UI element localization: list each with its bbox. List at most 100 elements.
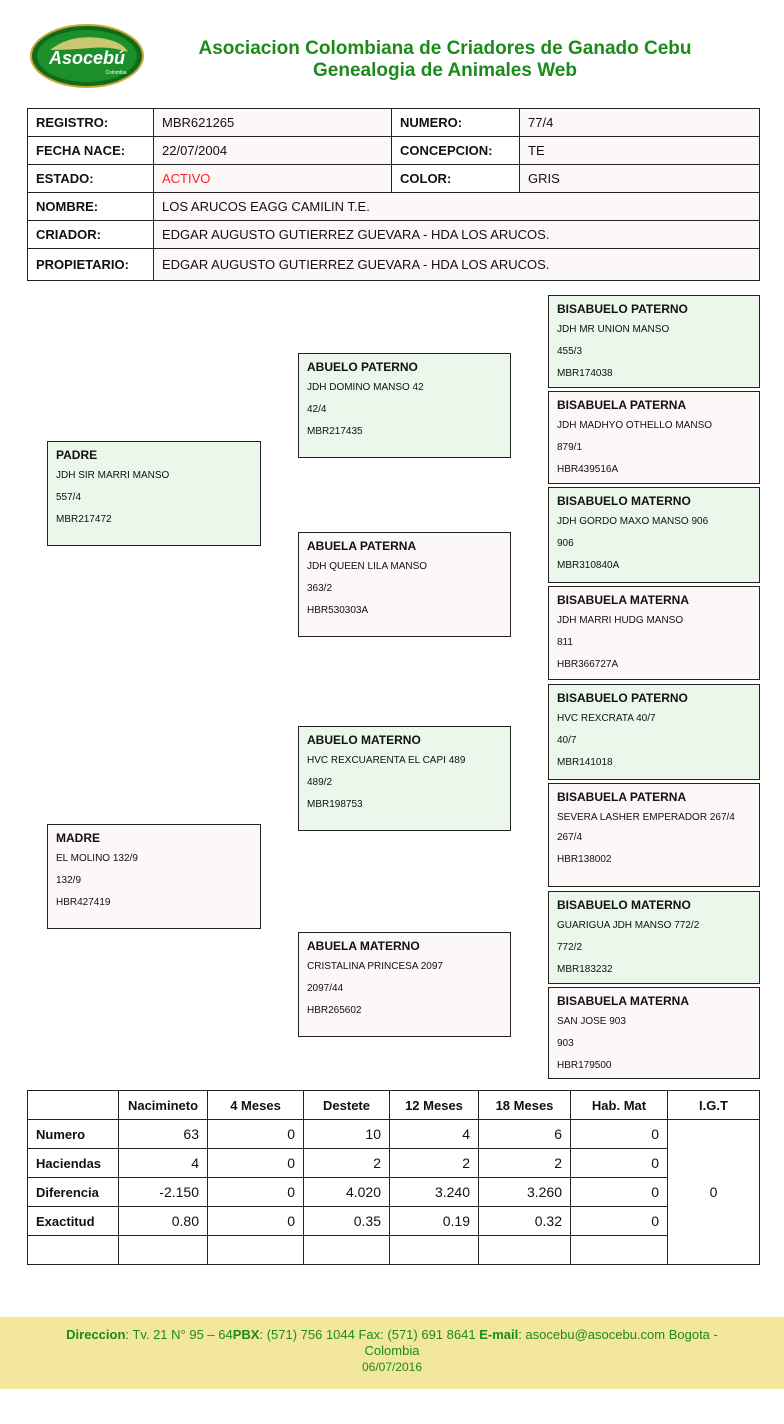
epd-row-label: Numero [27, 1119, 119, 1149]
title-line-2: Genealogia de Animales Web [313, 60, 577, 81]
epd-row-numero: Numero 63 0 10 4 6 0 0 [27, 1119, 760, 1265]
propietario-value: EDGAR AUGUSTO GUTIERREZ GUEVARA - HDA LO… [153, 248, 760, 281]
box-title: BISABUELA MATERNA [557, 593, 689, 607]
pbx-label: PBX [232, 1327, 260, 1342]
epd-empty-cell [570, 1235, 668, 1265]
box-title: BISABUELA MATERNA [557, 994, 689, 1008]
epd-header-cell [27, 1090, 119, 1120]
epd-cell: 0 [570, 1206, 668, 1236]
animal-registro: MBR183232 [557, 964, 613, 975]
animal-registro: HBR265602 [307, 1005, 362, 1016]
epd-header-row: Nacimineto 4 Meses Destete 12 Meses 18 M… [27, 1090, 760, 1120]
nombre-value: LOS ARUCOS EAGG CAMILIN T.E. [153, 192, 760, 221]
epd-row-empty [27, 1235, 760, 1265]
epd-cell: 10 [303, 1119, 390, 1149]
criador-value: EDGAR AUGUSTO GUTIERREZ GUEVARA - HDA LO… [153, 220, 760, 249]
propietario-label: PROPIETARIO: [27, 248, 154, 281]
estado-label: ESTADO: [27, 164, 154, 193]
epd-empty-cell [389, 1235, 479, 1265]
epd-header-cell: 18 Meses [478, 1090, 571, 1120]
epd-cell: 63 [118, 1119, 208, 1149]
animal-number: 879/1 [557, 442, 583, 453]
animal-number: 455/3 [557, 346, 583, 357]
epd-cell: 4 [118, 1148, 208, 1178]
animal-name: SEVERA LASHER EMPERADOR 267/4 [557, 812, 735, 823]
epd-cell: 0 [207, 1177, 304, 1207]
pedigree-box-abuela-materno: ABUELA MATERNO CRISTALINA PRINCESA 2097 … [298, 932, 511, 1037]
info-row-registro: REGISTRO: MBR621265 NUMERO: 77/4 [27, 108, 760, 137]
animal-number: 906 [557, 538, 574, 549]
epd-cell: 0 [207, 1206, 304, 1236]
epd-header-cell: Hab. Mat [570, 1090, 668, 1120]
box-title: BISABUELO PATERNO [557, 302, 688, 316]
epd-cell: 0.80 [118, 1206, 208, 1236]
epd-cell: 0.19 [389, 1206, 479, 1236]
email-value[interactable]: : asocebu@asocebu.com Bogota - [518, 1327, 718, 1342]
animal-name: HVC REXCUARENTA EL CAPI 489 [307, 755, 466, 766]
animal-registro: MBR198753 [307, 799, 363, 810]
box-title: BISABUELA PATERNA [557, 790, 687, 804]
epd-cell: 6 [478, 1119, 571, 1149]
animal-name: JDH MARRI HUDG MANSO [557, 615, 684, 626]
info-row-propietario: PROPIETARIO: EDGAR AUGUSTO GUTIERREZ GUE… [27, 248, 760, 281]
animal-registro: HBR366727A [557, 659, 619, 670]
epd-cell: 0 [570, 1148, 668, 1178]
animal-name: HVC REXCRATA 40/7 [557, 713, 656, 724]
box-title: ABUELO PATERNO [307, 360, 418, 374]
registro-label: REGISTRO: [27, 108, 154, 137]
epd-row-diferencia: Diferencia -2.150 0 4.020 3.240 3.260 0 [27, 1177, 760, 1207]
box-title: ABUELA PATERNA [307, 539, 417, 553]
animal-registro: MBR217435 [307, 426, 363, 437]
animal-info-table: REGISTRO: MBR621265 NUMERO: 77/4 FECHA N… [27, 108, 760, 281]
animal-registro: HBR439516A [557, 464, 619, 475]
pedigree-box-bisabuelo-7: BISABUELO MATERNO GUARIGUA JDH MANSO 772… [548, 891, 760, 984]
epd-cell: 0.35 [303, 1206, 390, 1236]
info-row-criador: CRIADOR: EDGAR AUGUSTO GUTIERREZ GUEVARA… [27, 220, 760, 249]
epd-row-exactitud: Exactitud 0.80 0 0.35 0.19 0.32 0 [27, 1206, 760, 1236]
animal-name: SAN JOSE 903 [557, 1016, 626, 1027]
epd-cell: -2.150 [118, 1177, 208, 1207]
pbx-value: : (571) 756 1044 Fax: (571) 691 8641 [259, 1327, 480, 1342]
epd-row-label: Haciendas [27, 1148, 119, 1178]
box-title: ABUELO MATERNO [307, 733, 421, 747]
box-title: MADRE [56, 831, 100, 845]
epd-cell: 2 [478, 1148, 571, 1178]
animal-registro: MBR217472 [56, 514, 112, 525]
animal-name: JDH SIR MARRI MANSO [56, 470, 170, 481]
footer-date: 06/07/2016 [361, 1360, 423, 1374]
info-row-fecha: FECHA NACE: 22/07/2004 CONCEPCION: TE [27, 136, 760, 165]
epd-empty-cell [207, 1235, 304, 1265]
info-row-estado: ESTADO: ACTIVO COLOR: GRIS [27, 164, 760, 193]
epd-cell: 0 [207, 1148, 304, 1178]
epd-cell: 3.240 [389, 1177, 479, 1207]
pedigree-box-bisabuela-8: BISABUELA MATERNA SAN JOSE 903 903 HBR17… [548, 987, 760, 1079]
animal-number: 772/2 [557, 942, 583, 953]
concepcion-value: TE [519, 136, 760, 165]
animal-number: 903 [557, 1038, 574, 1049]
epd-cell: 4.020 [303, 1177, 390, 1207]
epd-row-label: Diferencia [27, 1177, 119, 1207]
epd-cell: 0 [207, 1119, 304, 1149]
animal-registro: MBR174038 [557, 368, 613, 379]
animal-registro: MBR141018 [557, 757, 613, 768]
epd-header-cell: Destete [303, 1090, 390, 1120]
epd-cell: 4 [389, 1119, 479, 1149]
epd-header-cell: Nacimineto [118, 1090, 208, 1120]
pedigree-box-abuelo-materno: ABUELO MATERNO HVC REXCUARENTA EL CAPI 4… [298, 726, 511, 831]
email-label: E-mail [479, 1327, 519, 1342]
epd-header-cell: I.G.T [667, 1090, 760, 1120]
pedigree-box-padre: PADRE JDH SIR MARRI MANSO 557/4 MBR21747… [47, 441, 261, 546]
pedigree-box-madre: MADRE EL MOLINO 132/9 132/9 HBR427419 [47, 824, 261, 929]
fecha-value: 22/07/2004 [153, 136, 392, 165]
animal-number: 42/4 [307, 404, 327, 415]
animal-number: 811 [557, 637, 573, 648]
epd-cell: 2 [389, 1148, 479, 1178]
box-title: BISABUELA PATERNA [557, 398, 687, 412]
igt-value: 0 [667, 1119, 760, 1265]
animal-name: JDH MADHYO OTHELLO MANSO [557, 420, 713, 431]
box-title: BISABUELO MATERNO [557, 494, 691, 508]
animal-registro: MBR310840A [557, 560, 620, 571]
logo-subtext: Colombia [105, 70, 126, 76]
animal-number: 363/2 [307, 583, 333, 594]
pedigree-box-bisabuelo-3: BISABUELO MATERNO JDH GORDO MAXO MANSO 9… [548, 487, 760, 583]
